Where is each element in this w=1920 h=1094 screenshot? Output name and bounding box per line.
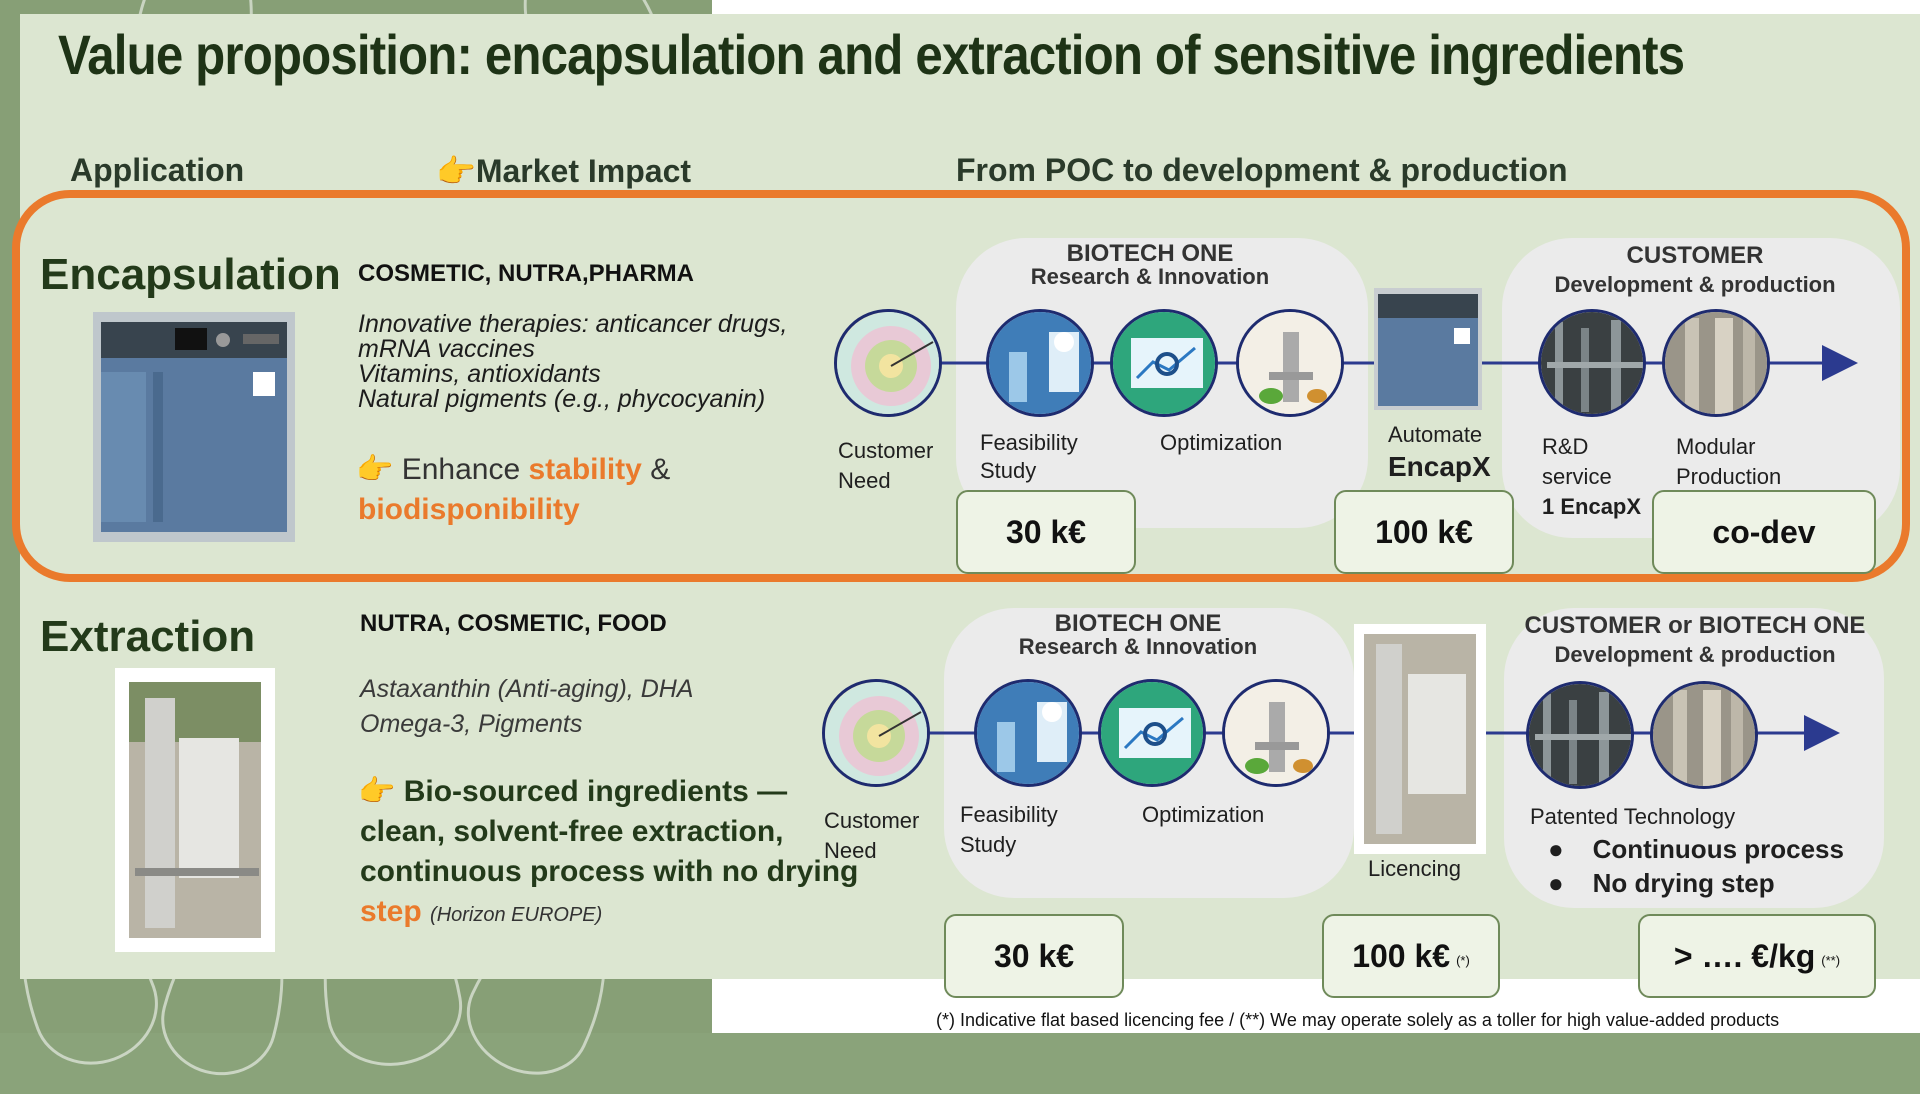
biotech-one-title-extraction: BIOTECH ONE (1054, 610, 1222, 637)
feasibility-study-icon-extraction (974, 679, 1082, 787)
optimization-label: Optimization (1160, 430, 1283, 455)
patented-technology-icon (1526, 681, 1634, 789)
price-customer-extraction: > …. €/kg (**) (1638, 914, 1876, 998)
licencing-unit-image (1354, 624, 1486, 854)
extraction-use-2: Omega-3, Pigments (360, 710, 583, 738)
price-automate-encapsulation: 100 k€ (1334, 490, 1514, 574)
customer-need-icon-extraction (822, 679, 930, 787)
modular-label-1: Modular (1676, 434, 1756, 459)
pointing-hand-icon: 👉 (436, 153, 476, 189)
price-customer-encapsulation: co-dev (1652, 490, 1876, 574)
enhance-stability: stability (528, 453, 642, 486)
pointing-hand-icon: 👉 (358, 775, 396, 808)
biotech-one-title: BIOTECH ONE (1066, 240, 1234, 267)
customer-need-label-2: Need (838, 468, 891, 493)
customer-need-icon (834, 309, 942, 417)
enhance-biodisponibility: biodisponibility (358, 493, 580, 526)
feasibility-label-1: Feasibility (980, 430, 1078, 455)
encapsulation-use-2: mRNA vaccines (358, 335, 535, 363)
modular-label-2: Production (1676, 464, 1782, 489)
enhance-prefix: Enhance (401, 453, 521, 486)
customer-need-label-1: Customer (838, 438, 934, 463)
bullet-icon: ● (1548, 868, 1564, 898)
bio-line-1-text: Bio-sourced ingredients — (403, 775, 788, 808)
extraction-markets: NUTRA, COSMETIC, FOOD (360, 610, 667, 637)
feasibility-label-2-extraction: Study (960, 832, 1017, 857)
header-market-impact-label: Market Impact (475, 153, 692, 189)
encapsulation-highlight-frame (12, 190, 1910, 582)
header-poc: From POC to development & production (956, 152, 1568, 188)
feasibility-study-icon (986, 309, 1094, 417)
bio-line-4-text: step (360, 895, 422, 928)
encapsulation-title: Encapsulation (40, 250, 341, 299)
patented-technology-label: Patented Technology (1530, 804, 1736, 829)
customer-need-label-1-extraction: Customer (824, 808, 920, 833)
encapsulation-use-1: Innovative therapies: anticancer drugs, (358, 310, 788, 338)
bio-line-2: clean, solvent-free extraction, (360, 815, 784, 848)
bullet-no-drying: ● No drying step (1548, 868, 1775, 898)
encapsulation-markets: COSMETIC, NUTRA,PHARMA (358, 260, 694, 287)
encapx-label: EncapX (1388, 451, 1491, 482)
automate-label: Automate (1388, 422, 1483, 447)
bio-line-1: 👉 Bio-sourced ingredients — (358, 772, 787, 812)
page-title: Value proposition: encapsulation and ext… (58, 23, 1685, 86)
rd-service-icon (1538, 309, 1646, 417)
bullet-continuous-process: ● Continuous process (1548, 834, 1844, 864)
price-licencing-value: 100 k€ (1352, 937, 1451, 974)
pointing-hand-icon: 👉 (356, 453, 394, 486)
footnote: (*) Indicative flat based licencing fee … (936, 1010, 1780, 1030)
enhance-line: 👉 Enhance stability & (356, 450, 670, 490)
customer-subtitle-extraction: Development & production (1554, 642, 1836, 667)
price-feasibility-extraction: 30 k€ (944, 914, 1124, 998)
customer-subtitle: Development & production (1554, 272, 1836, 297)
encapsulation-machine-image (93, 312, 295, 542)
optimization-label-extraction: Optimization (1142, 802, 1265, 827)
biotech-one-subtitle: Research & Innovation (1030, 264, 1270, 289)
biotech-one-subtitle-extraction: Research & Innovation (1018, 634, 1258, 659)
header-market-impact: 👉Market Impact (436, 152, 691, 190)
customer-need-label-2-extraction: Need (824, 838, 877, 863)
feasibility-label-1-extraction: Feasibility (960, 802, 1058, 827)
production-equipment-icon (1236, 309, 1344, 417)
price-customer-note: (**) (1821, 952, 1841, 968)
extraction-use-1: Astaxanthin (Anti-aging), DHA (360, 675, 694, 703)
enhance-and: & (650, 453, 671, 486)
customer-or-biotech-title: CUSTOMER or BIOTECH ONE (1524, 612, 1866, 639)
rd-label-3: 1 EncapX (1542, 494, 1642, 519)
rd-label-2: service (1542, 464, 1612, 489)
optimization-icon-extraction (1098, 679, 1206, 787)
modular-production-icon (1662, 309, 1770, 417)
extraction-title: Extraction (40, 612, 256, 661)
production-equipment-icon-extraction (1222, 679, 1330, 787)
feasibility-label-2: Study (980, 458, 1037, 483)
modular-production-icon-extraction (1650, 681, 1758, 789)
encapsulation-use-4: Natural pigments (e.g., phycocyanin) (358, 385, 766, 413)
price-customer-value: > …. €/kg (1673, 937, 1816, 974)
price-licencing-extraction: 100 k€ (*) (1322, 914, 1500, 998)
licencing-label: Licencing (1368, 856, 1461, 881)
bio-line-3: continuous process with no drying (360, 855, 859, 888)
horizon-europe-note: (Horizon EUROPE) (430, 904, 603, 926)
rd-label-1: R&D (1542, 434, 1589, 459)
encapsulation-use-3: Vitamins, antioxidants (358, 360, 601, 388)
bullet-icon: ● (1548, 834, 1564, 864)
customer-title: CUSTOMER (1626, 242, 1764, 269)
optimization-icon (1110, 309, 1218, 417)
extraction-machine-image (115, 668, 275, 952)
price-feasibility-encapsulation: 30 k€ (956, 490, 1136, 574)
encapx-device-image (1374, 288, 1482, 410)
bullet-no-drying-text: No drying step (1592, 868, 1775, 898)
bio-line-4: step (Horizon EUROPE) (360, 892, 602, 935)
header-application: Application (70, 152, 245, 188)
bullet-continuous-process-text: Continuous process (1592, 834, 1844, 864)
price-licencing-note: (*) (1456, 952, 1470, 968)
